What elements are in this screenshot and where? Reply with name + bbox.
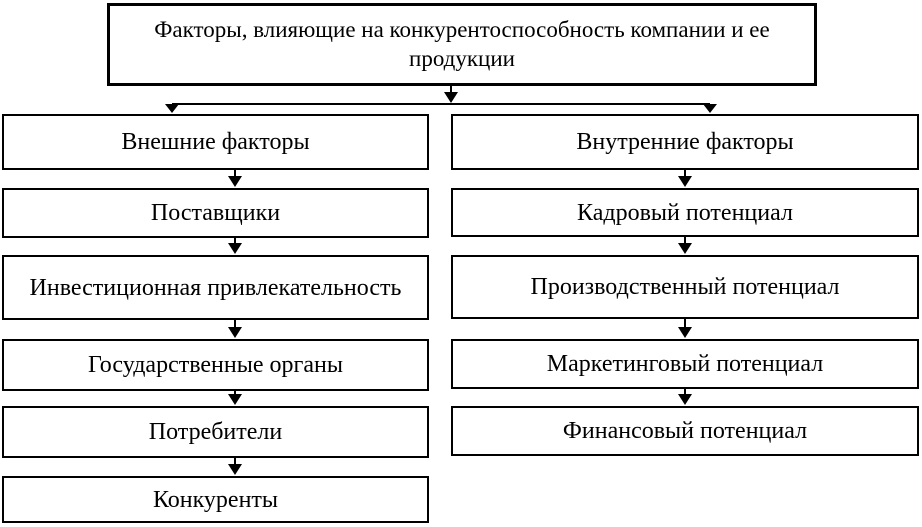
arrow-down-icon xyxy=(444,92,458,103)
node-financial-potential: Финансовый потенциал xyxy=(451,406,919,456)
node-competitors: Конкуренты xyxy=(2,476,429,523)
connector-root-split xyxy=(165,86,717,113)
node-label: Факторы, влияющие на конкурентоспособнос… xyxy=(154,16,770,71)
node-production-potential: Производственный потенциал xyxy=(451,255,919,319)
node-label: Маркетинговый потенциал xyxy=(546,351,824,377)
node-label: Внутренние факторы xyxy=(576,129,794,155)
node-label: Внешние факторы xyxy=(121,129,310,155)
node-internal-factors: Внутренние факторы xyxy=(451,114,919,170)
node-label: Конкуренты xyxy=(152,486,279,513)
node-consumers: Потребители xyxy=(2,406,429,458)
arrow-down-icon xyxy=(228,243,242,254)
node-label: Кадровый потенциал xyxy=(577,199,793,226)
arrow-down-icon xyxy=(678,176,692,187)
node-investment-attractiveness: Инвестиционная привлекательность xyxy=(2,255,429,320)
arrow-down-icon xyxy=(678,327,692,338)
node-label: Государственные органы xyxy=(88,352,343,378)
node-marketing-potential: Маркетинговый потенциал xyxy=(451,339,919,389)
arrow-down-icon xyxy=(228,176,242,187)
arrow-down-icon xyxy=(228,327,242,338)
node-government-bodies: Государственные органы xyxy=(2,339,429,391)
arrow-down-icon xyxy=(678,394,692,405)
node-external-factors: Внешние факторы xyxy=(2,114,429,170)
node-suppliers: Поставщики xyxy=(2,188,429,238)
arrow-down-icon xyxy=(703,104,717,113)
node-label: Потребители xyxy=(148,419,283,445)
node-label: Производственный потенциал xyxy=(530,274,840,300)
arrow-down-icon xyxy=(165,104,179,113)
arrow-down-icon xyxy=(228,394,242,405)
arrow-down-icon xyxy=(228,464,242,475)
arrow-down-icon xyxy=(678,243,692,254)
node-label: Инвестиционная привлекательность xyxy=(29,274,402,301)
node-label: Финансовый потенциал xyxy=(562,418,808,444)
node-root-factors: Факторы, влияющие на конкурентоспособнос… xyxy=(107,3,817,86)
node-hr-potential: Кадровый потенциал xyxy=(451,188,919,237)
node-label: Поставщики xyxy=(150,200,281,226)
